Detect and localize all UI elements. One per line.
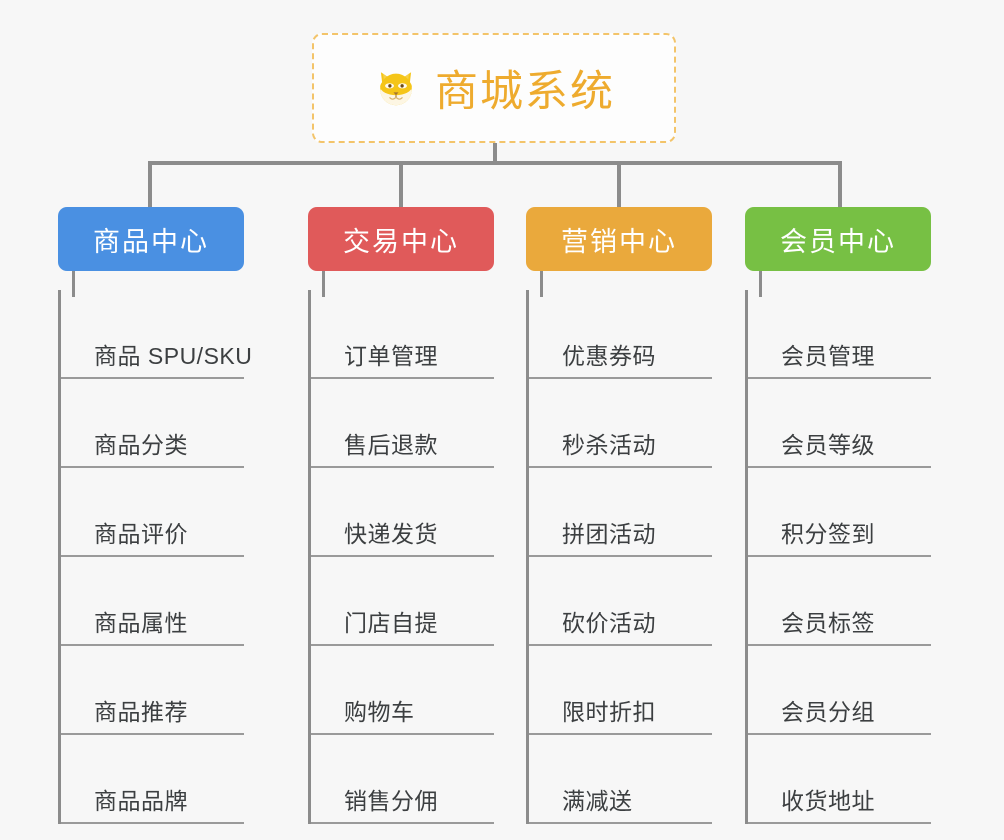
leaf-item[interactable]: 订单管理 — [311, 290, 494, 379]
leaf-item[interactable]: 商品评价 — [61, 468, 244, 557]
leaf-item[interactable]: 销售分佣 — [311, 735, 494, 824]
leaf-item-label: 砍价活动 — [562, 610, 656, 636]
leaf-item-label: 会员分组 — [781, 699, 875, 725]
leaf-item[interactable]: 商品 SPU/SKU — [61, 290, 252, 379]
branch-header-product-center[interactable]: 商品中心 — [58, 207, 244, 271]
leaf-item-label: 会员等级 — [781, 432, 875, 458]
connector-branch-stem — [759, 271, 762, 297]
leaf-item-label: 销售分佣 — [344, 788, 438, 814]
leaf-item[interactable]: 商品分类 — [61, 379, 244, 468]
leaf-item-label: 拼团活动 — [562, 521, 656, 547]
leaf-item-label: 购物车 — [344, 699, 415, 725]
leaf-item[interactable]: 秒杀活动 — [529, 379, 712, 468]
leaf-item-label: 秒杀活动 — [562, 432, 656, 458]
leaf-item[interactable]: 商品属性 — [61, 557, 244, 646]
leaf-item-label: 会员管理 — [781, 343, 875, 369]
connector-drop-2 — [399, 161, 403, 207]
branch-header-trade-center[interactable]: 交易中心 — [308, 207, 494, 271]
leaf-item-label: 订单管理 — [344, 343, 438, 369]
leaf-item[interactable]: 会员等级 — [748, 379, 931, 468]
leaf-item[interactable]: 门店自提 — [311, 557, 494, 646]
branch-marketing-center: 营销中心 优惠券码 秒杀活动 拼团活动 砍价活动 限时折扣 满减送 — [526, 207, 712, 824]
connector-drop-1 — [148, 161, 152, 207]
leaf-item[interactable]: 商品推荐 — [61, 646, 244, 735]
connector-drop-3 — [617, 161, 621, 207]
branch-member-center: 会员中心 会员管理 会员等级 积分签到 会员标签 会员分组 收货地址 — [745, 207, 931, 824]
leaf-item-label: 商品 SPU/SKU — [94, 343, 253, 369]
branch-header-member-center[interactable]: 会员中心 — [745, 207, 931, 271]
root-node-title: 商城系统 — [435, 68, 615, 116]
leaf-item-label: 商品属性 — [94, 610, 188, 636]
leaf-item-label: 商品品牌 — [94, 788, 188, 814]
leaf-item-label: 会员标签 — [781, 610, 875, 636]
connector-horizontal-bar — [148, 161, 842, 165]
leaf-item-label: 优惠券码 — [562, 343, 656, 369]
leaf-list-marketing-center: 优惠券码 秒杀活动 拼团活动 砍价活动 限时折扣 满减送 — [526, 290, 712, 824]
leaf-item[interactable]: 商品品牌 — [61, 735, 244, 824]
leaf-item-label: 满减送 — [562, 788, 633, 814]
leaf-list-product-center: 商品 SPU/SKU 商品分类 商品评价 商品属性 商品推荐 商品品牌 — [58, 290, 252, 824]
leaf-item[interactable]: 会员管理 — [748, 290, 931, 379]
connector-branch-stem — [322, 271, 325, 297]
leaf-item[interactable]: 积分签到 — [748, 468, 931, 557]
branch-product-center: 商品中心 商品 SPU/SKU 商品分类 商品评价 商品属性 商品推荐 商品品牌 — [58, 207, 252, 824]
branch-header-marketing-center[interactable]: 营销中心 — [526, 207, 712, 271]
leaf-list-trade-center: 订单管理 售后退款 快递发货 门店自提 购物车 销售分佣 — [308, 290, 494, 824]
leaf-item-label: 门店自提 — [344, 610, 438, 636]
leaf-item[interactable]: 砍价活动 — [529, 557, 712, 646]
leaf-item-label: 收货地址 — [781, 788, 875, 814]
leaf-item[interactable]: 优惠券码 — [529, 290, 712, 379]
branch-header-label: 商品中心 — [93, 226, 209, 257]
connector-branch-stem — [72, 271, 75, 297]
branch-header-label: 营销中心 — [561, 226, 677, 257]
leaf-list-member-center: 会员管理 会员等级 积分签到 会员标签 会员分组 收货地址 — [745, 290, 931, 824]
leaf-item-label: 售后退款 — [344, 432, 438, 458]
leaf-item[interactable]: 购物车 — [311, 646, 494, 735]
leaf-item-label: 积分签到 — [781, 521, 875, 547]
connector-root-vertical — [493, 143, 497, 164]
leaf-item[interactable]: 满减送 — [529, 735, 712, 824]
branch-header-label: 交易中心 — [343, 226, 459, 257]
root-node-shop-system[interactable]: 商城系统 — [312, 33, 676, 143]
leaf-item[interactable]: 会员标签 — [748, 557, 931, 646]
leaf-item[interactable]: 限时折扣 — [529, 646, 712, 735]
leaf-item[interactable]: 收货地址 — [748, 735, 931, 824]
leaf-item-label: 快递发货 — [344, 521, 438, 547]
leaf-item[interactable]: 快递发货 — [311, 468, 494, 557]
leaf-item-label: 商品推荐 — [94, 699, 188, 725]
connector-branch-stem — [540, 271, 543, 297]
leaf-item-label: 商品评价 — [94, 521, 188, 547]
branch-trade-center: 交易中心 订单管理 售后退款 快递发货 门店自提 购物车 销售分佣 — [308, 207, 494, 824]
connector-drop-4 — [838, 161, 842, 207]
leaf-item[interactable]: 拼团活动 — [529, 468, 712, 557]
leaf-item-label: 商品分类 — [94, 432, 188, 458]
branch-header-label: 会员中心 — [780, 226, 896, 257]
leaf-item[interactable]: 会员分组 — [748, 646, 931, 735]
leaf-item-label: 限时折扣 — [562, 699, 656, 725]
shiba-dog-face-icon — [373, 65, 419, 111]
leaf-item[interactable]: 售后退款 — [311, 379, 494, 468]
